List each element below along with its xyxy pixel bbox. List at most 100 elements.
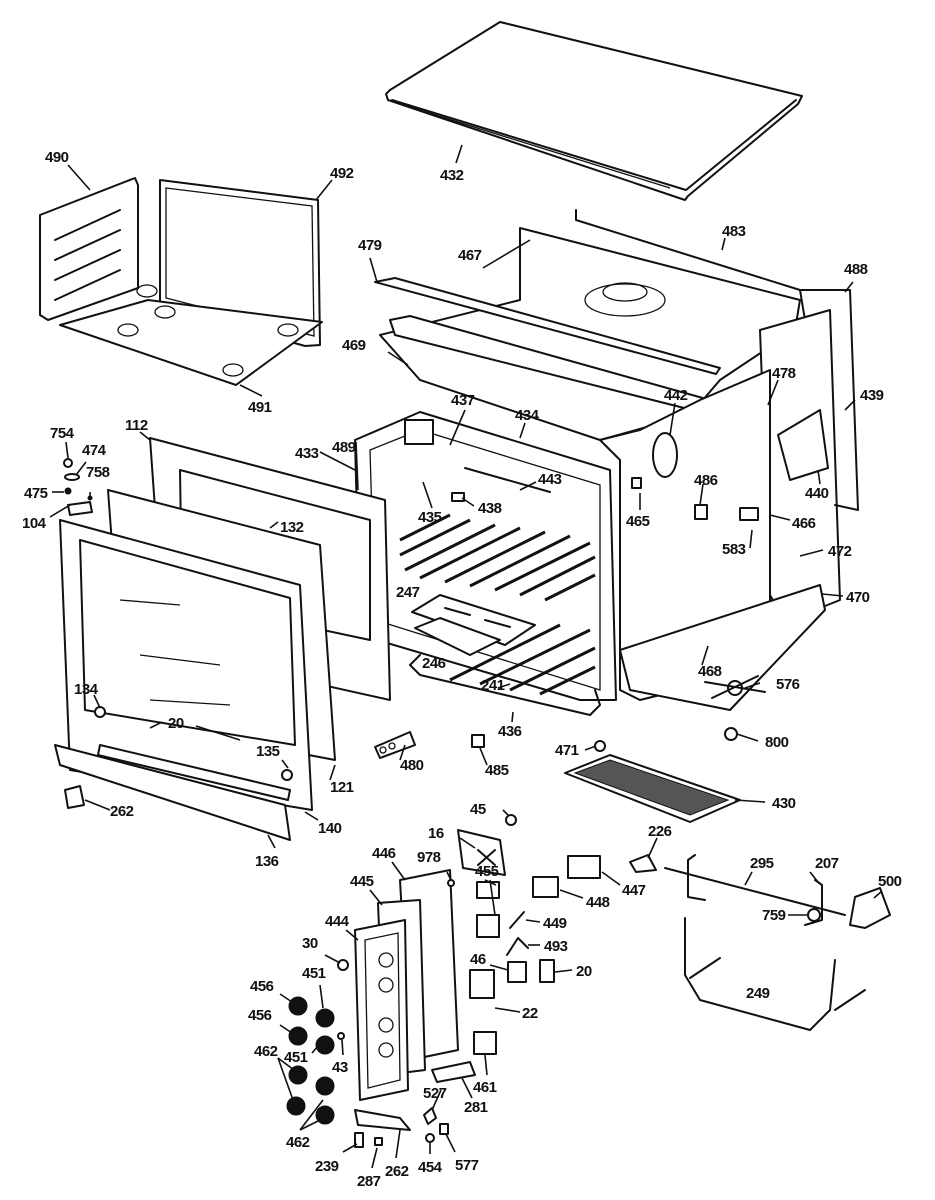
label-577: 577	[455, 1157, 479, 1174]
label-226: 226	[648, 823, 672, 840]
label-46: 46	[470, 951, 486, 968]
oven-cavity	[354, 411, 617, 716]
part-207-fork-right	[804, 879, 823, 926]
knob-462c	[315, 1076, 335, 1096]
part-500-motor	[849, 887, 891, 929]
part-978	[447, 879, 455, 887]
part-577	[439, 1123, 449, 1135]
label-438: 438	[478, 500, 502, 517]
part-492-frame-panel	[159, 179, 321, 347]
part-281	[431, 1061, 476, 1083]
rotisserie-assembly	[629, 854, 891, 1031]
label-246: 246	[422, 655, 446, 672]
label-485: 485	[485, 762, 509, 779]
part-30	[337, 959, 349, 971]
label-468: 468	[698, 663, 722, 680]
part-461	[473, 1031, 497, 1055]
part-262-trim	[354, 1109, 411, 1131]
label-758: 758	[86, 464, 110, 481]
label-136: 136	[255, 853, 279, 870]
label-442: 442	[664, 387, 688, 404]
label-455: 455	[475, 863, 499, 880]
part-43	[337, 1032, 345, 1040]
part-471-screw	[594, 740, 606, 752]
label-467: 467	[458, 247, 482, 264]
label-20-door: 20	[168, 715, 184, 732]
label-474: 474	[82, 442, 107, 459]
label-43: 43	[332, 1059, 348, 1076]
part-447	[567, 855, 601, 879]
label-456-bottom: 456	[248, 1007, 272, 1024]
label-475: 475	[24, 485, 48, 502]
label-500: 500	[878, 873, 902, 890]
label-759: 759	[762, 907, 786, 924]
part-490-side-panel	[39, 177, 139, 321]
label-134: 134	[74, 681, 99, 698]
label-239: 239	[315, 1158, 339, 1175]
label-446: 446	[372, 845, 396, 862]
part-20-bracket	[539, 959, 555, 983]
label-478: 478	[772, 365, 796, 382]
label-469: 469	[342, 337, 366, 354]
label-104: 104	[22, 515, 47, 532]
label-16: 16	[428, 825, 444, 842]
oven-door-assembly	[54, 437, 391, 841]
part-455b	[476, 914, 500, 938]
label-445: 445	[350, 873, 374, 890]
label-449: 449	[543, 915, 567, 932]
part-491-bottom-pan	[59, 284, 323, 386]
part-45	[505, 814, 517, 826]
label-471: 471	[555, 742, 579, 759]
label-447: 447	[622, 882, 646, 899]
part-448	[532, 876, 559, 898]
part-432-top-panel	[385, 21, 803, 201]
label-249: 249	[746, 985, 770, 1002]
part-759	[807, 908, 821, 922]
label-462-left: 462	[254, 1043, 278, 1060]
part-295-spit	[664, 867, 846, 916]
label-440: 440	[805, 485, 829, 502]
label-207: 207	[815, 855, 839, 872]
label-20-bracket: 20	[576, 963, 592, 980]
label-140: 140	[318, 820, 342, 837]
part-576-fan	[704, 675, 766, 699]
label-439: 439	[860, 387, 884, 404]
label-486: 486	[694, 472, 718, 489]
label-583: 583	[722, 541, 746, 558]
knob-462b	[286, 1096, 306, 1116]
label-45: 45	[470, 801, 486, 818]
knob-451a	[315, 1008, 335, 1028]
rack-hatch	[399, 513, 596, 696]
label-480: 480	[400, 757, 424, 774]
label-435: 435	[418, 509, 442, 526]
label-121: 121	[330, 779, 354, 796]
part-480-bracket	[374, 731, 416, 759]
part-46	[507, 961, 527, 983]
part-800-grommet	[724, 727, 738, 741]
label-281: 281	[464, 1099, 488, 1116]
part-labels: 432 490 492 491 479 467 483 488 469 442 …	[22, 149, 902, 1190]
label-448: 448	[586, 894, 610, 911]
label-434: 434	[515, 407, 540, 424]
label-430: 430	[772, 795, 796, 812]
label-22: 22	[522, 1005, 538, 1022]
label-472: 472	[828, 543, 852, 560]
part-527	[423, 1107, 437, 1125]
label-451-top: 451	[302, 965, 326, 982]
label-527: 527	[423, 1085, 447, 1102]
door-hardware	[63, 458, 93, 516]
label-489: 489	[332, 439, 356, 456]
label-443: 443	[538, 471, 562, 488]
part-454	[425, 1133, 435, 1143]
label-465: 465	[626, 513, 650, 530]
label-432: 432	[440, 167, 464, 184]
label-30: 30	[302, 935, 318, 952]
knob-462d	[315, 1105, 335, 1125]
control-panel-assembly	[354, 869, 459, 1101]
label-754: 754	[50, 425, 75, 442]
label-247: 247	[396, 584, 420, 601]
part-239	[354, 1132, 364, 1148]
label-462-right: 462	[286, 1134, 310, 1151]
label-978: 978	[417, 849, 441, 866]
